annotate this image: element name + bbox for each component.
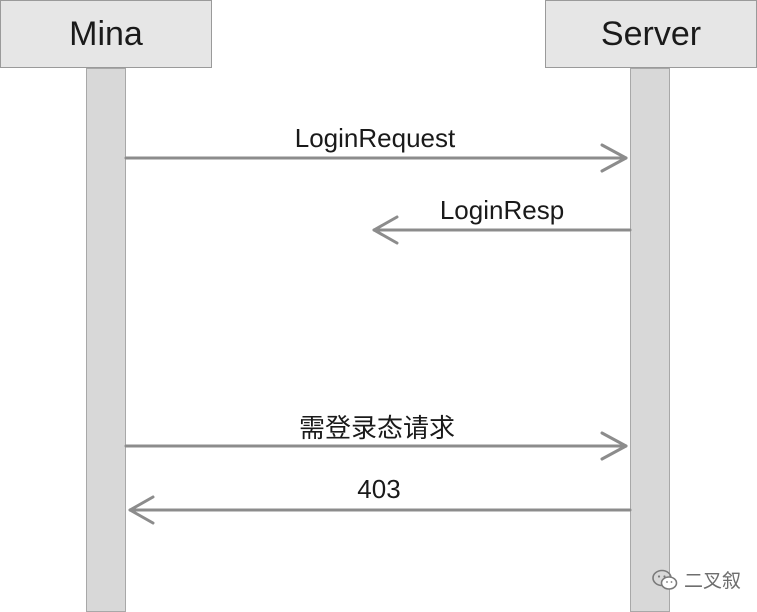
client-participant-box: Mina — [0, 0, 212, 68]
server-participant-label: Server — [600, 14, 702, 53]
server-lifeline — [630, 68, 670, 612]
login-resp-arrow — [372, 215, 632, 245]
forbidden-response-label: 403 — [357, 474, 401, 504]
client-lifeline — [86, 68, 126, 612]
login-resp-label: LoginResp — [439, 195, 565, 225]
auth-request-label: 需登录态请求 — [298, 414, 456, 444]
client-participant-label: Mina — [69, 14, 143, 53]
login-request-label: LoginRequest — [294, 123, 456, 153]
wechat-icon — [652, 569, 678, 591]
login-request-arrow — [124, 143, 628, 173]
auth-request-arrow — [124, 431, 628, 461]
watermark-text: 二叉叙 — [684, 570, 742, 592]
watermark: 二叉叙 — [652, 566, 741, 593]
server-participant-box: Server — [545, 0, 757, 68]
forbidden-response-arrow — [128, 495, 632, 525]
